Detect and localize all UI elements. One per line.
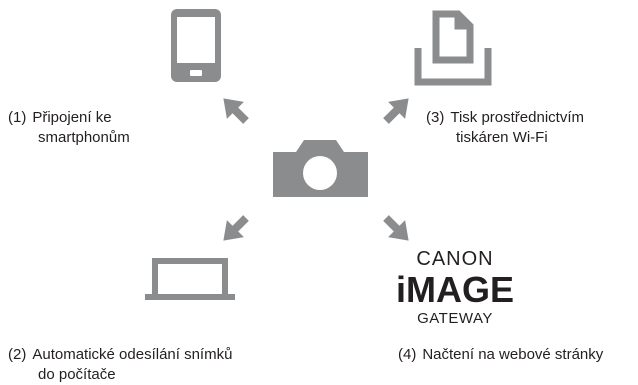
canon-image-gateway-logo: CANON iMAGE GATEWAY [396, 248, 514, 327]
arrow-icon [223, 98, 409, 241]
label-number: (3) [426, 109, 445, 126]
camera-icon [273, 140, 368, 197]
label-smartphones: (1) Připojení ke smartphonům [8, 108, 130, 148]
label-line-1: Tisk prostřednictvím [450, 109, 584, 126]
laptop-icon [145, 258, 235, 300]
label-wifi-printers: (3) Tisk prostřednictvím tiskáren Wi-Fi [426, 108, 584, 148]
label-computer: (2) Automatické odesílání snímků do počít… [8, 345, 232, 385]
label-line-2: do počítače [38, 366, 116, 383]
label-number: (1) [8, 109, 27, 126]
smartphone-icon [171, 9, 221, 82]
label-line-2: smartphonům [38, 129, 130, 146]
label-number: (2) [8, 346, 27, 363]
label-web-services: (4) Načtení na webové stránky [398, 345, 603, 365]
svg-text:iMAGE: iMAGE [396, 269, 514, 310]
label-line-1: Připojení ke [32, 109, 112, 126]
label-number: (4) [398, 346, 417, 363]
label-line-1: Automatické odesílání snímků [32, 346, 233, 363]
label-line-1: Načtení na webové stránky [422, 346, 604, 363]
printer-icon [414, 10, 492, 86]
label-line-2: tiskáren Wi-Fi [456, 129, 548, 146]
svg-text:GATEWAY: GATEWAY [417, 310, 493, 327]
svg-text:CANON: CANON [416, 248, 493, 270]
